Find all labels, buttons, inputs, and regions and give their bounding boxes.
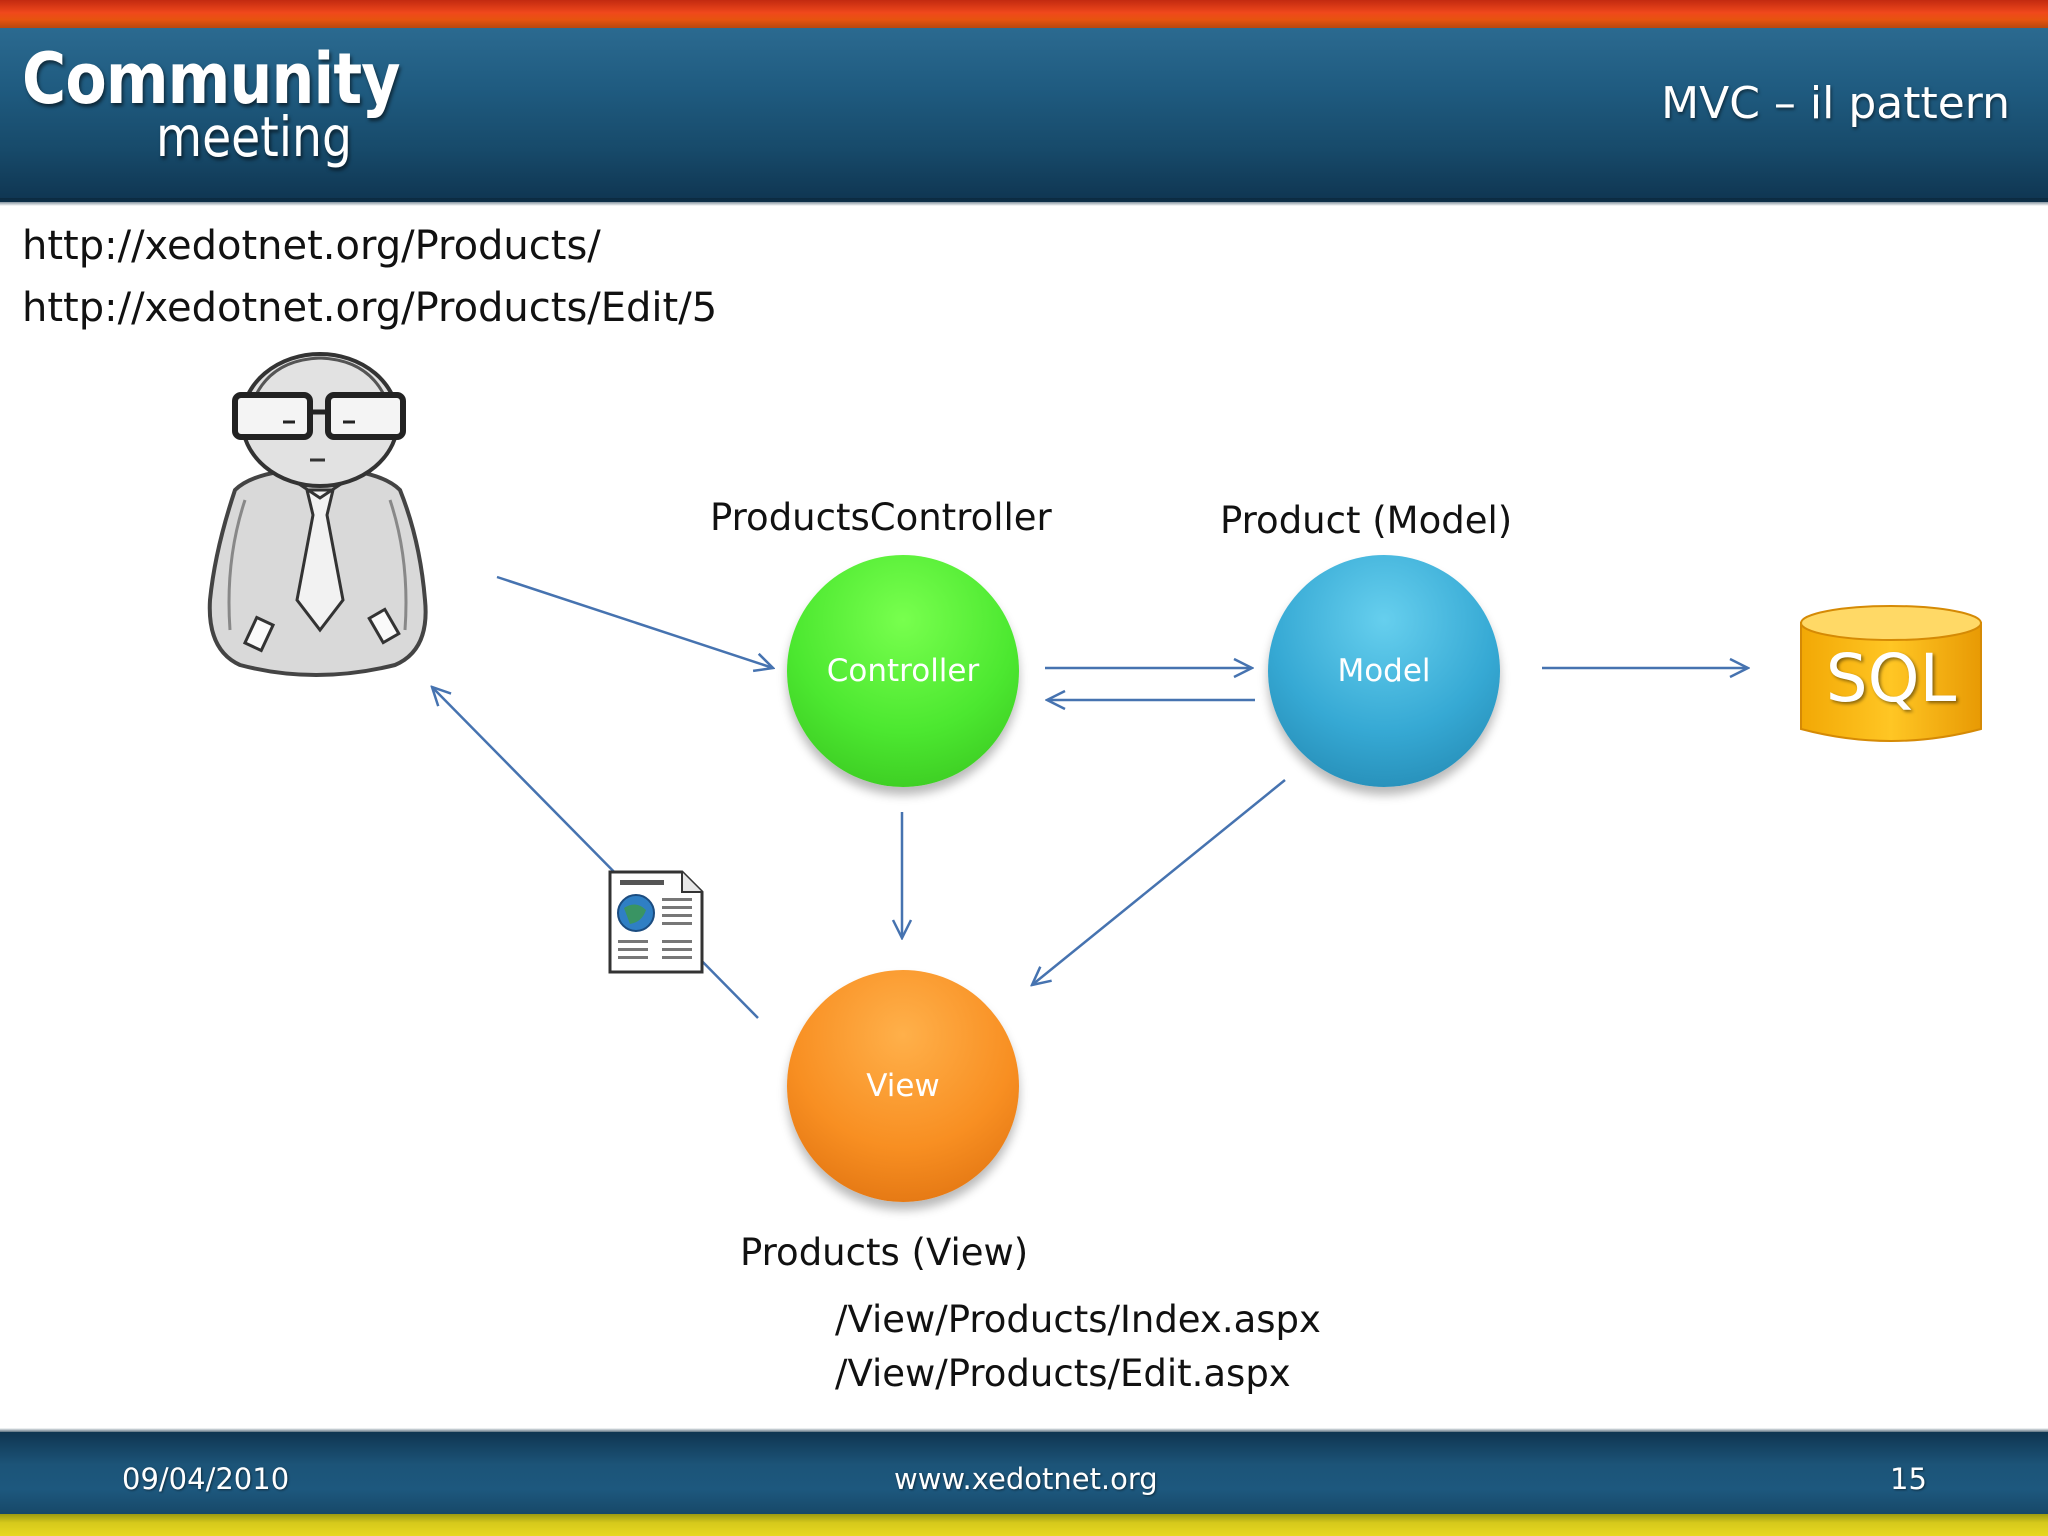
controller-label: ProductsController xyxy=(710,496,1052,539)
view-file-index: /View/Products/Index.aspx xyxy=(835,1298,1321,1341)
arrow-model-to-view xyxy=(1032,779,1286,985)
person-icon xyxy=(207,352,428,677)
footer-bottom-stripe xyxy=(0,1514,2048,1536)
footer-shadow xyxy=(0,1428,2048,1434)
footer-site: www.xedotnet.org xyxy=(894,1462,1158,1496)
url-products: http://xedotnet.org/Products/ xyxy=(22,223,601,269)
page-number: 15 xyxy=(1890,1462,1927,1496)
header-bar xyxy=(0,28,2048,202)
controller-node-text: Controller xyxy=(826,653,980,689)
arrow-view-to-user xyxy=(432,687,759,1019)
logo-community: Community xyxy=(22,38,400,120)
arrow-user-to-controller xyxy=(496,575,773,668)
url-products-edit: http://xedotnet.org/Products/Edit/5 xyxy=(22,285,718,331)
view-node-text: View xyxy=(866,1068,940,1104)
header-top-stripe xyxy=(0,0,2048,28)
header-shadow xyxy=(0,198,2048,206)
footer-date: 09/04/2010 xyxy=(122,1462,290,1496)
view-file-edit: /View/Products/Edit.aspx xyxy=(835,1352,1291,1395)
sql-label: SQL xyxy=(1825,640,1957,717)
view-node: View xyxy=(787,970,1019,1202)
slide-title: MVC – il pattern xyxy=(1661,78,2010,129)
database-icon xyxy=(1800,605,1982,742)
web-page-icon xyxy=(608,870,704,974)
logo-meeting: meeting xyxy=(156,105,352,169)
model-label: Product (Model) xyxy=(1220,499,1513,542)
model-node: Model xyxy=(1268,555,1500,787)
controller-node: Controller xyxy=(787,555,1019,787)
model-node-text: Model xyxy=(1337,653,1431,689)
view-label: Products (View) xyxy=(740,1231,1029,1274)
footer-bar xyxy=(0,1432,2048,1514)
